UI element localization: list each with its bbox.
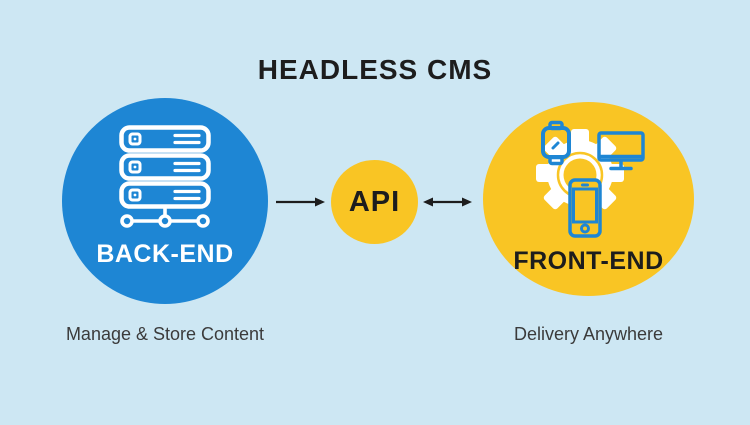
frontend-caption: Delivery Anywhere — [513, 324, 664, 344]
frontend-label: FRONT-END — [513, 247, 664, 275]
smartwatch-icon — [541, 120, 571, 166]
backend-circle: BACK-END — [62, 98, 268, 304]
double-arrow-icon — [423, 197, 472, 207]
backend-label: BACK-END — [96, 240, 234, 268]
smartphone-icon — [568, 178, 602, 238]
monitor-icon — [597, 131, 645, 171]
api-circle: API — [331, 160, 418, 244]
page-title: HEADLESS CMS — [257, 54, 493, 85]
frontend-circle: FRONT-END — [483, 102, 694, 296]
server-stack-icon — [119, 125, 211, 228]
arrow-right-icon — [276, 197, 325, 207]
api-label: API — [348, 185, 401, 218]
backend-caption: Manage & Store Content — [65, 324, 265, 344]
